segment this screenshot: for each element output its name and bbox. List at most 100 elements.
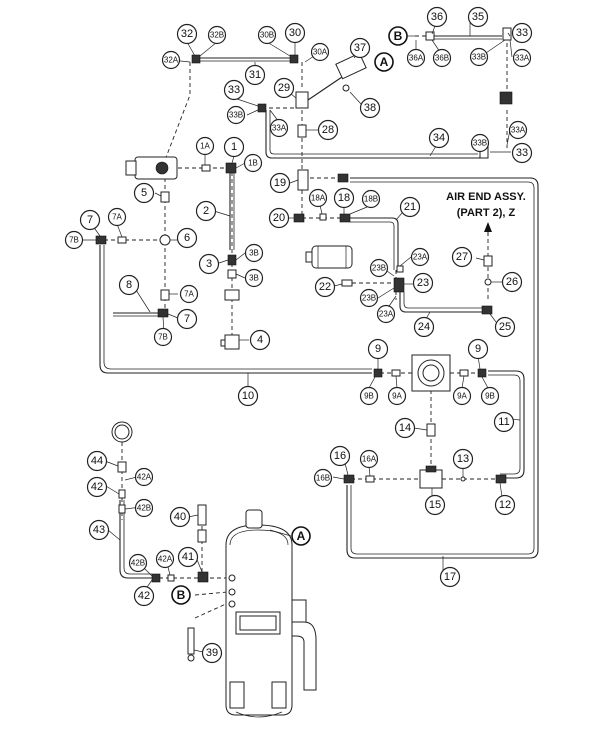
callout-43: 43 bbox=[88, 519, 110, 541]
callout-24: 24 bbox=[413, 316, 435, 338]
callout-32b: 32B bbox=[207, 25, 227, 45]
callout-30b: 30B bbox=[257, 25, 277, 45]
callout-40: 40 bbox=[169, 506, 191, 528]
callout-label: 18 bbox=[338, 192, 350, 204]
callout-44: 44 bbox=[86, 450, 108, 472]
callout-18a: 18A bbox=[308, 188, 328, 208]
callout-label: 33 bbox=[516, 27, 528, 39]
callout-label: 21 bbox=[404, 201, 416, 213]
callout-42a: 42 bbox=[86, 476, 108, 498]
callout-label: 24 bbox=[418, 321, 430, 333]
callout-33a: 33 bbox=[223, 79, 245, 101]
callout-19: 19 bbox=[269, 172, 291, 194]
callout-label: 23A bbox=[413, 253, 428, 262]
callout-label: 42B bbox=[131, 559, 145, 568]
callout-42aa: 42A bbox=[134, 467, 154, 487]
callout-2: 2 bbox=[195, 200, 217, 222]
callout-label: 7 bbox=[87, 214, 93, 226]
callout-23ba: 23B bbox=[369, 258, 389, 278]
callout-label: 32 bbox=[181, 28, 193, 40]
note-line-2: (PART 2), Z bbox=[457, 207, 516, 219]
callout-9ba: 9B bbox=[359, 386, 379, 406]
callout-label: 33B bbox=[473, 139, 487, 148]
callout-label: 25 bbox=[499, 321, 511, 333]
callout-9ab: 9A bbox=[452, 386, 472, 406]
connector-B-top: B bbox=[388, 26, 415, 46]
connector-A-top: A bbox=[374, 52, 394, 72]
callout-33aa: 33A bbox=[269, 118, 289, 138]
connector-A-tank: A bbox=[291, 526, 311, 546]
callout-21: 21 bbox=[399, 196, 421, 218]
svg-text:B: B bbox=[394, 29, 403, 43]
callout-7aa: 7A bbox=[107, 207, 127, 227]
callout-label: 7A bbox=[112, 213, 122, 222]
callout-label: 6 bbox=[184, 232, 190, 244]
callout-37: 37 bbox=[349, 37, 371, 59]
svg-text:A: A bbox=[380, 55, 389, 69]
callout-label: 7A bbox=[184, 290, 194, 299]
note-line-1: AIR END ASSY. bbox=[446, 191, 526, 203]
callout-36: 36 bbox=[426, 6, 448, 28]
callout-label: 9B bbox=[485, 392, 495, 401]
callout-label: 42 bbox=[138, 590, 150, 602]
parts bbox=[95, 27, 513, 718]
callout-6: 6 bbox=[176, 227, 198, 249]
callout-22: 22 bbox=[314, 276, 336, 298]
callout-label: 43 bbox=[93, 524, 105, 536]
callout-4: 4 bbox=[249, 329, 271, 351]
callout-16b: 16B bbox=[313, 468, 333, 488]
callout-7ba: 7B bbox=[64, 230, 84, 250]
connector-B-tank: B bbox=[171, 585, 191, 605]
callout-label: 8 bbox=[126, 279, 132, 291]
callout-14: 14 bbox=[394, 417, 416, 439]
callout-label: 22 bbox=[319, 281, 331, 293]
callout-9b: 9 bbox=[467, 338, 489, 360]
callout-35: 35 bbox=[467, 6, 489, 28]
callout-30a: 30A bbox=[310, 42, 330, 62]
callout-label: 33A bbox=[511, 126, 526, 135]
callout-33ba: 33B bbox=[226, 105, 246, 125]
callout-7b: 7 bbox=[176, 308, 198, 330]
callout-label: 32B bbox=[210, 31, 224, 40]
callout-label: 18A bbox=[311, 194, 326, 203]
callout-39: 39 bbox=[201, 642, 223, 664]
callout-label: 9B bbox=[364, 392, 374, 401]
callout-label: 33B bbox=[472, 53, 486, 62]
callout-label: 7 bbox=[184, 313, 190, 325]
callout-label: 16B bbox=[316, 474, 330, 483]
callout-32a: 32A bbox=[161, 50, 181, 70]
callout-label: 23A bbox=[379, 310, 394, 319]
callout-26: 26 bbox=[501, 271, 523, 293]
callout-42b: 42 bbox=[133, 585, 155, 607]
callout-16: 16 bbox=[329, 445, 351, 467]
callout-42bb: 42B bbox=[128, 553, 148, 573]
callout-1b: 1B bbox=[243, 153, 263, 173]
callout-label: 9A bbox=[457, 392, 467, 401]
callout-label: 3B bbox=[249, 274, 259, 283]
callout-12: 12 bbox=[494, 494, 516, 516]
callout-label: 9A bbox=[392, 392, 402, 401]
callout-23: 23 bbox=[412, 272, 434, 294]
callout-label: 11 bbox=[498, 416, 509, 428]
callout-label: 39 bbox=[206, 647, 218, 659]
callout-8: 8 bbox=[118, 274, 140, 296]
callout-38: 38 bbox=[359, 97, 381, 119]
callout-label: 12 bbox=[499, 499, 511, 511]
callout-label: 23B bbox=[362, 294, 376, 303]
callout-9aa: 9A bbox=[387, 386, 407, 406]
callout-9bb: 9B bbox=[480, 386, 500, 406]
callout-7a: 7 bbox=[79, 209, 101, 231]
callout-20: 20 bbox=[268, 207, 290, 229]
callout-label: 26 bbox=[506, 276, 518, 288]
callout-32: 32 bbox=[176, 23, 198, 45]
callout-9a: 9 bbox=[367, 338, 389, 360]
callout-label: 16 bbox=[334, 450, 346, 462]
callout-33ac: 33A bbox=[508, 120, 528, 140]
callout-3: 3 bbox=[198, 253, 220, 275]
callout-label: 33A bbox=[272, 124, 287, 133]
callout-label: 17 bbox=[444, 571, 456, 583]
callout-label: 32A bbox=[164, 56, 179, 65]
callout-33ab: 33A bbox=[512, 48, 532, 68]
callout-label: 7B bbox=[69, 236, 79, 245]
